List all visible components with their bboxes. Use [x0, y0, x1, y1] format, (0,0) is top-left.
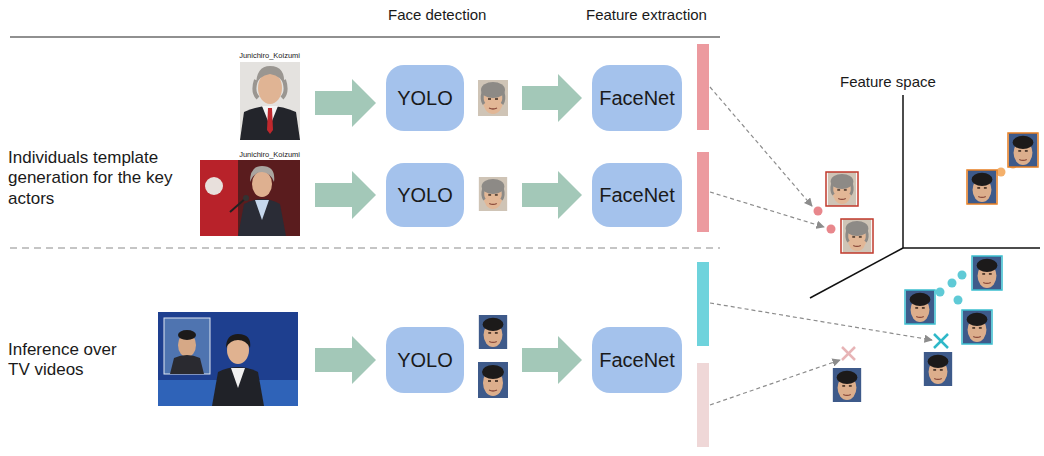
flow-arrow [522, 74, 582, 122]
box-label: YOLO [397, 184, 453, 207]
process-box: YOLO [386, 163, 464, 227]
box-label: YOLO [397, 87, 453, 110]
row-heading: Individuals template generation for the … [8, 148, 180, 209]
box-label: FaceNet [599, 184, 675, 207]
column-heading: Face detection [388, 6, 528, 24]
photo-caption: Junichiro_Koizumi [220, 150, 300, 159]
photo [200, 160, 300, 236]
column-heading: Feature extraction [586, 6, 736, 24]
photo [240, 62, 300, 140]
axis-title: Feature space [840, 73, 970, 91]
box-label: YOLO [397, 349, 453, 372]
process-box: FaceNet [592, 163, 682, 227]
box-label: FaceNet [599, 349, 675, 372]
flow-arrow [315, 79, 376, 384]
row-heading: Inference over TV videos [8, 340, 140, 381]
tv-frame [158, 312, 298, 406]
flow-arrow [522, 336, 582, 384]
process-box: FaceNet [592, 65, 682, 131]
process-box: FaceNet [592, 327, 682, 393]
flow-arrow [522, 171, 582, 219]
photo-caption: Junichiro_Koizumi [220, 51, 300, 60]
process-box: YOLO [386, 327, 464, 393]
process-box: YOLO [386, 65, 464, 131]
box-label: FaceNet [599, 87, 675, 110]
